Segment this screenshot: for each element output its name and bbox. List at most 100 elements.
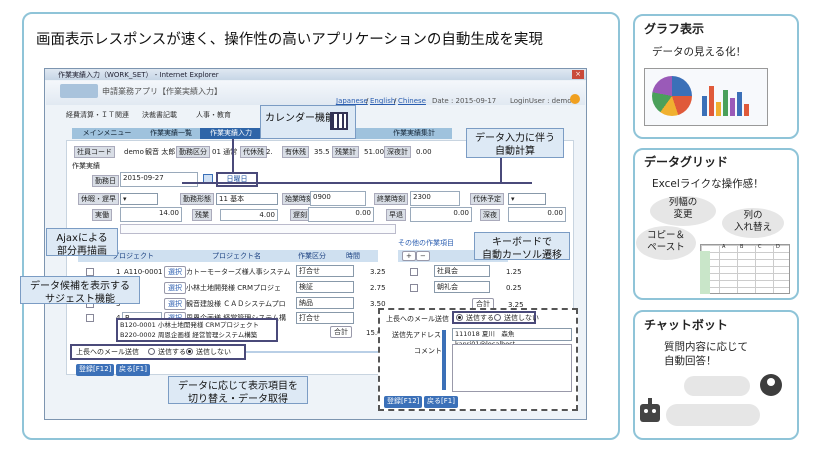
row1-checkbox[interactable] bbox=[86, 268, 94, 276]
register-button[interactable]: 登録[F12] bbox=[76, 364, 115, 376]
row1-code: A110-0001 bbox=[124, 268, 163, 276]
other-row2-checkbox[interactable] bbox=[410, 284, 418, 292]
other-row1-hours: 1.25 bbox=[506, 268, 522, 276]
mail-row bbox=[70, 344, 246, 360]
chat-bot-bubble bbox=[666, 404, 760, 426]
attend-value: 01 通常 bbox=[212, 148, 238, 156]
user-avatar-head bbox=[767, 378, 775, 386]
row1-no: 1 bbox=[116, 268, 121, 276]
robot-eye-right bbox=[652, 409, 656, 413]
sheet-col-d: D bbox=[776, 244, 780, 250]
cum-label: 深夜計 bbox=[384, 146, 411, 158]
other-row2-hours: 0.25 bbox=[506, 284, 522, 292]
lang-japanese[interactable]: Japanese bbox=[336, 97, 368, 105]
callout-switch: データに応じて表示項目を 切り替え・データ取得 bbox=[168, 376, 308, 405]
emp-code-label: 社員コード bbox=[74, 146, 115, 158]
back-button[interactable]: 戻る[F1] bbox=[116, 364, 150, 376]
row2-hours: 2.75 bbox=[370, 284, 386, 292]
leave-input[interactable]: 0.00 bbox=[508, 207, 566, 222]
robot-eye-left bbox=[644, 409, 648, 413]
other-row2-select[interactable]: 朝礼会 bbox=[434, 281, 490, 293]
bubble-copypaste-text: コピー＆ ペースト bbox=[646, 230, 685, 253]
popup-radio-send[interactable] bbox=[456, 314, 463, 321]
row3-work-select[interactable]: 納品 bbox=[296, 297, 354, 309]
tab-main-menu[interactable]: メインメニュー bbox=[72, 128, 142, 139]
header-login: LoginUser : demo bbox=[510, 97, 572, 105]
start-input[interactable]: 0900 bbox=[310, 191, 366, 206]
nav-item-hr[interactable]: 人事・教育 bbox=[196, 111, 231, 119]
robot-icon bbox=[640, 404, 660, 422]
callout-autocalc: データ入力に伴う 自動計算 bbox=[466, 128, 564, 158]
nav-item-expense[interactable]: 経費清算・ＩＴ関連 bbox=[66, 111, 129, 119]
cum-value: 0.00 bbox=[416, 148, 432, 156]
suggest-item-2[interactable]: B220-0002 周恩企画様 経営管理システム構築 bbox=[120, 331, 258, 339]
bubble-colwidth-text: 列幅の 変更 bbox=[668, 197, 698, 220]
popup-addr-label: 送信先アドレス bbox=[392, 331, 441, 339]
holiday-label: 代休予定 bbox=[470, 193, 504, 205]
late-input[interactable]: 0.00 bbox=[308, 207, 374, 222]
popup-addr-select[interactable]: 111018 夏川 森魚 kanri01@localhost bbox=[452, 328, 572, 348]
holiday-select[interactable]: ▾ bbox=[508, 193, 546, 205]
overtime-value: 51.00 bbox=[364, 148, 385, 156]
sheet-col-a: A bbox=[722, 244, 726, 250]
shift-label: 勤務形態 bbox=[180, 193, 214, 205]
other-add-button[interactable]: + bbox=[402, 251, 416, 261]
tab-work-summary[interactable]: 作業実績集計 bbox=[376, 128, 452, 139]
lang-chinese[interactable]: Chinese bbox=[398, 97, 426, 105]
tab-5[interactable] bbox=[356, 128, 376, 139]
actual-input[interactable]: 14.00 bbox=[120, 207, 182, 222]
rest-select[interactable]: ▾ bbox=[120, 193, 158, 205]
other-remove-button[interactable]: − bbox=[416, 251, 430, 261]
memo-field[interactable] bbox=[120, 224, 396, 234]
calendar-callout-line bbox=[232, 139, 234, 172]
date-input[interactable]: 2015-09-27 bbox=[120, 172, 198, 187]
lang-english[interactable]: English bbox=[370, 97, 396, 105]
popup-radio-nosend[interactable] bbox=[494, 314, 501, 321]
nav-item-approval[interactable]: 決裁書記載 bbox=[142, 111, 177, 119]
bar-chart-icon bbox=[700, 78, 760, 116]
mail-radio-nosend[interactable] bbox=[186, 348, 193, 355]
total-button[interactable]: 合計 bbox=[330, 326, 352, 338]
callout-suggest: データ候補を表示する サジェスト機能 bbox=[20, 276, 140, 305]
row1-hours: 3.25 bbox=[370, 268, 386, 276]
row2-select-button[interactable]: 選択 bbox=[164, 282, 186, 294]
sheet-highlight-col bbox=[700, 251, 710, 294]
mail-radio-send[interactable] bbox=[148, 348, 155, 355]
row2-work-select[interactable]: 検証 bbox=[296, 281, 354, 293]
date-day-button[interactable]: 日曜日 bbox=[216, 172, 258, 187]
leave-label: 深夜 bbox=[480, 209, 500, 221]
other-row1-checkbox[interactable] bbox=[410, 268, 418, 276]
row1-work-select[interactable]: 打合せ bbox=[296, 265, 354, 277]
brand-title: 申請業務アプリ【作業実績入力】 bbox=[102, 87, 222, 96]
popup-back-button[interactable]: 戻る[F1] bbox=[424, 396, 458, 408]
popup-register-button[interactable]: 登録[F12] bbox=[384, 396, 423, 408]
app-header bbox=[46, 81, 585, 105]
shift-select[interactable]: 11 基本 bbox=[216, 193, 278, 205]
early-input[interactable]: 0.00 bbox=[410, 207, 472, 222]
emp-code-value: demo bbox=[124, 148, 144, 156]
row1-select-button[interactable]: 選択 bbox=[164, 266, 186, 278]
section-title: 作業実績 bbox=[72, 162, 100, 170]
emp-name-value: 観音 太郎 bbox=[145, 148, 176, 156]
tab-work-list[interactable]: 作業実績一覧 bbox=[140, 128, 202, 139]
logout-icon[interactable] bbox=[570, 94, 580, 104]
window-close-icon[interactable]: × bbox=[572, 70, 584, 79]
mail-arrow bbox=[246, 351, 378, 353]
tab-work-entry[interactable]: 作業実績入力 bbox=[200, 128, 262, 139]
row3-select-button[interactable]: 選択 bbox=[164, 298, 186, 310]
sheet-col-c: C bbox=[758, 244, 762, 250]
window-title: 作業実績入力（WORK_SET） - Internet Explorer bbox=[58, 71, 219, 79]
overtime2-value: 4.00 bbox=[220, 209, 278, 221]
suggest-dropdown[interactable] bbox=[116, 318, 278, 342]
row4-work-select[interactable]: 打合せ bbox=[296, 312, 354, 324]
popup-comment-textarea[interactable] bbox=[452, 344, 572, 392]
callout-keyboard: キーボードで 自動カーソル遷移 bbox=[474, 232, 570, 261]
other-row1-select[interactable]: 社員会 bbox=[434, 265, 490, 277]
pie-chart-icon bbox=[652, 76, 692, 116]
end-input[interactable]: 2300 bbox=[410, 191, 460, 206]
row4-checkbox[interactable] bbox=[86, 314, 94, 322]
other-header: その他の作業項目 bbox=[398, 239, 454, 247]
bubble-colswap bbox=[722, 208, 784, 238]
suggest-item-1[interactable]: B120-0001 小林土地開発様 CRMプロジェクト bbox=[120, 321, 260, 329]
actual-label: 実働 bbox=[92, 209, 112, 221]
